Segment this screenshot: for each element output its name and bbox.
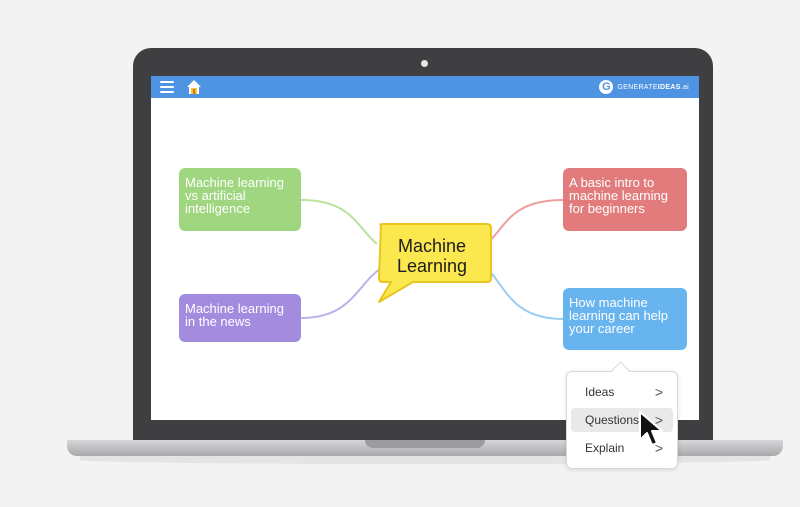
center-bubble [378, 223, 492, 303]
home-icon[interactable] [186, 79, 202, 95]
mindmap-connectors [300, 199, 564, 320]
node-career[interactable]: How machine learning can help your caree… [563, 288, 687, 350]
app-screen: G GENERATEIDEAS.ai Machine Learning Mach… [151, 76, 699, 420]
menu-item-label: Questions [585, 413, 640, 427]
connector-bottom-right [486, 267, 564, 320]
hamburger-icon[interactable] [160, 81, 174, 93]
generateideas-logo[interactable]: G GENERATEIDEAS.ai [599, 79, 689, 95]
laptop-notch [365, 440, 485, 448]
chevron-right-icon: > [654, 412, 663, 428]
webcam [421, 60, 428, 67]
menu-item-label: Ideas [585, 385, 615, 399]
laptop-shadow [80, 456, 770, 464]
connector-top-right [486, 199, 564, 245]
menu-item-label: Explain [585, 441, 625, 455]
menu-item-explain[interactable]: Explain > [571, 436, 673, 460]
central-topic[interactable]: Machine Learning [396, 236, 468, 276]
node-basic-intro[interactable]: A basic intro to machine learning for be… [563, 168, 687, 231]
mouse-pointer-icon [639, 411, 663, 446]
app-topbar: G GENERATEIDEAS.ai [151, 76, 699, 98]
logo-wordmark: GENERATEIDEAS.ai [617, 83, 689, 91]
connector-bottom-left [300, 267, 382, 319]
connector-top-left [300, 199, 378, 245]
node-context-menu: Ideas > Questions > Explain > [566, 371, 678, 469]
node-ml-vs-ai[interactable]: Machine learning vs artificial intellige… [179, 168, 301, 231]
node-ml-in-news[interactable]: Machine learning in the news [179, 294, 301, 342]
logo-g-mark: G [599, 80, 614, 94]
chevron-right-icon: > [654, 440, 663, 456]
chevron-right-icon: > [654, 384, 663, 400]
menu-item-ideas[interactable]: Ideas > [571, 380, 673, 404]
